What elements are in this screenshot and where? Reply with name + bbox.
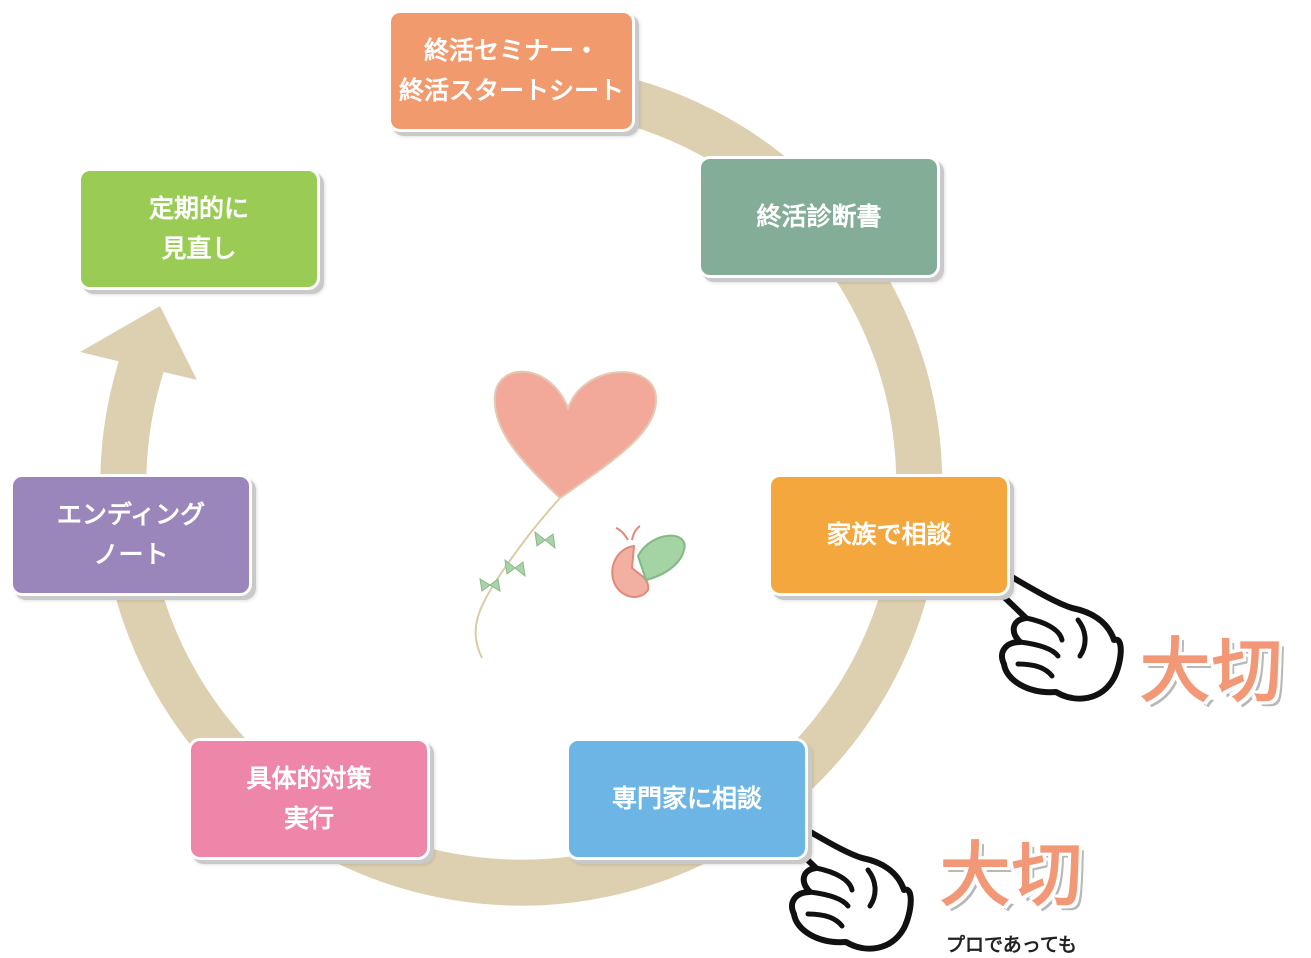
step-periodic-review: 定期的に 見直し [78, 168, 320, 290]
heart-icon [493, 370, 658, 500]
step-label: 終活スタートシート [398, 76, 624, 105]
step-seminar-start-sheet: 終活セミナー・ 終活スタートシート [388, 10, 635, 132]
step-label: 実行 [283, 804, 334, 833]
important-label-expert: 大切 [940, 834, 1084, 916]
step-label: 家族で相談 [826, 520, 952, 549]
step-concrete-measures: 具体的対策 実行 [188, 738, 430, 860]
step-family-consultation: 家族で相談 [768, 474, 1010, 596]
pointing-hand-icon [973, 561, 1124, 702]
step-label: エンディング [56, 500, 206, 529]
important-label-family: 大切 [1140, 630, 1284, 712]
cycle-arrow-head [80, 306, 197, 380]
step-label: 見直し [161, 234, 237, 263]
butterfly-icon [611, 525, 686, 598]
step-diagnosis: 終活診断書 [698, 156, 940, 278]
step-label: 終活セミナー・ [423, 36, 599, 65]
step-ending-note: エンディング ノート [10, 474, 252, 596]
heart-balloon-illustration [474, 370, 658, 659]
step-label: ノート [93, 540, 169, 569]
bow-icon [479, 530, 556, 592]
balloon-string [474, 497, 561, 659]
expert-note: プロであっても [946, 934, 1077, 956]
step-label: 定期的に [148, 194, 249, 223]
step-expert-consultation: 専門家に相談 [566, 738, 808, 860]
step-label: 具体的対策 [246, 764, 372, 793]
step-label: 終活診断書 [756, 202, 882, 231]
step-label: 専門家に相談 [611, 784, 762, 813]
